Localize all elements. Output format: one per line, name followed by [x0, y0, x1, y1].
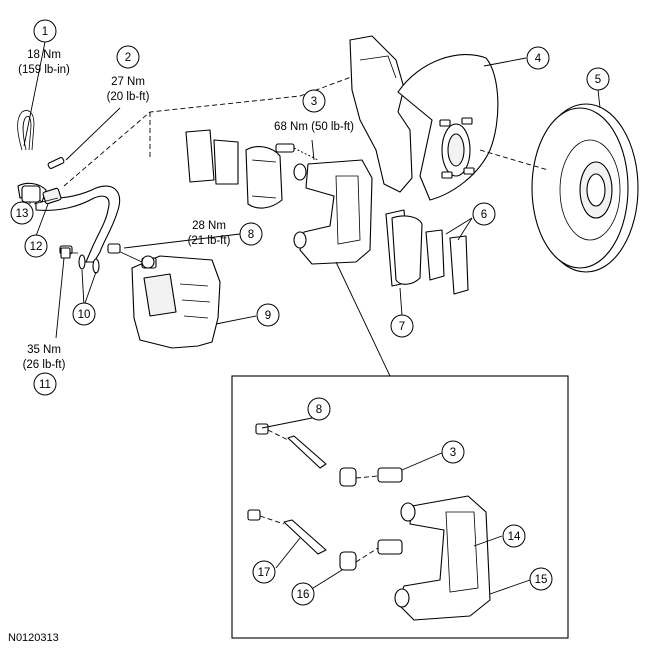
torque-item8-imperial: (21 lb-ft): [188, 235, 231, 247]
svg-text:6: 6: [481, 209, 487, 221]
brake-caliper: [107, 243, 221, 349]
svg-text:4: 4: [535, 53, 542, 65]
svg-text:13: 13: [16, 208, 29, 220]
svg-text:3: 3: [450, 447, 456, 459]
caliper-anchor-bracket: [275, 143, 373, 265]
torque-item3: 68 Nm (50 lb-ft): [274, 121, 354, 133]
callout-17: 17: [252, 560, 276, 584]
svg-text:3: 3: [311, 96, 317, 108]
svg-text:12: 12: [30, 241, 43, 253]
callout-11: 11: [33, 372, 57, 396]
callout-14: 14: [502, 524, 526, 548]
figure-id: N0120313: [8, 632, 59, 644]
svg-text:11: 11: [39, 379, 51, 391]
callout-6: 6: [472, 202, 496, 226]
torque-item2-imperial: (20 lb-ft): [107, 91, 150, 103]
torque-item1-imperial: (159 lb-in): [18, 64, 70, 76]
svg-text:5: 5: [595, 74, 601, 86]
svg-text:10: 10: [78, 309, 91, 321]
brake-hose-assembly: [17, 69, 371, 274]
svg-text:7: 7: [399, 321, 405, 333]
torque-item11-metric: 35 Nm: [27, 344, 61, 356]
inner-brake-pads: [185, 129, 283, 209]
steering-knuckle-hub: [349, 35, 499, 201]
callout-12: 12: [24, 234, 48, 258]
callout-5: 5: [586, 67, 610, 91]
torque-item2-metric: 27 Nm: [111, 76, 145, 88]
outer-brake-pads: [385, 209, 469, 295]
detail-inset: [231, 261, 569, 639]
callout-1: 1: [33, 19, 57, 43]
svg-text:8: 8: [248, 229, 254, 241]
callout-3-inset: 3: [441, 440, 465, 464]
svg-text:8: 8: [316, 404, 322, 416]
callout-8-inset: 8: [307, 397, 331, 421]
svg-text:9: 9: [265, 310, 271, 322]
callout-7: 7: [390, 314, 414, 338]
callout-10: 10: [72, 302, 96, 326]
torque-item8-metric: 28 Nm: [192, 220, 226, 232]
callout-16: 16: [291, 582, 315, 606]
svg-text:17: 17: [258, 567, 271, 579]
callout-9: 9: [256, 303, 280, 327]
torque-labels: 18 Nm (159 lb-in) 27 Nm (20 lb-ft) 68 Nm…: [18, 49, 354, 371]
leader-lines: [23, 41, 601, 595]
callout-15: 15: [529, 567, 553, 591]
callout-4: 4: [526, 46, 550, 70]
svg-text:16: 16: [297, 589, 310, 601]
svg-text:2: 2: [125, 52, 131, 64]
torque-item11-imperial: (26 lb-ft): [23, 359, 66, 371]
callout-8-upper: 8: [239, 222, 263, 246]
callout-13: 13: [10, 201, 34, 225]
svg-text:15: 15: [535, 574, 548, 586]
svg-text:1: 1: [42, 26, 48, 38]
callout-2: 2: [116, 45, 140, 69]
brake-rotor: [479, 103, 639, 273]
torque-item1-metric: 18 Nm: [27, 49, 61, 61]
svg-text:14: 14: [508, 531, 521, 543]
callout-3-upper: 3: [302, 89, 326, 113]
callouts: 1 2 3 3 4 5 6 7 8 8 9 10 11 12 13 14 15 …: [10, 19, 610, 606]
